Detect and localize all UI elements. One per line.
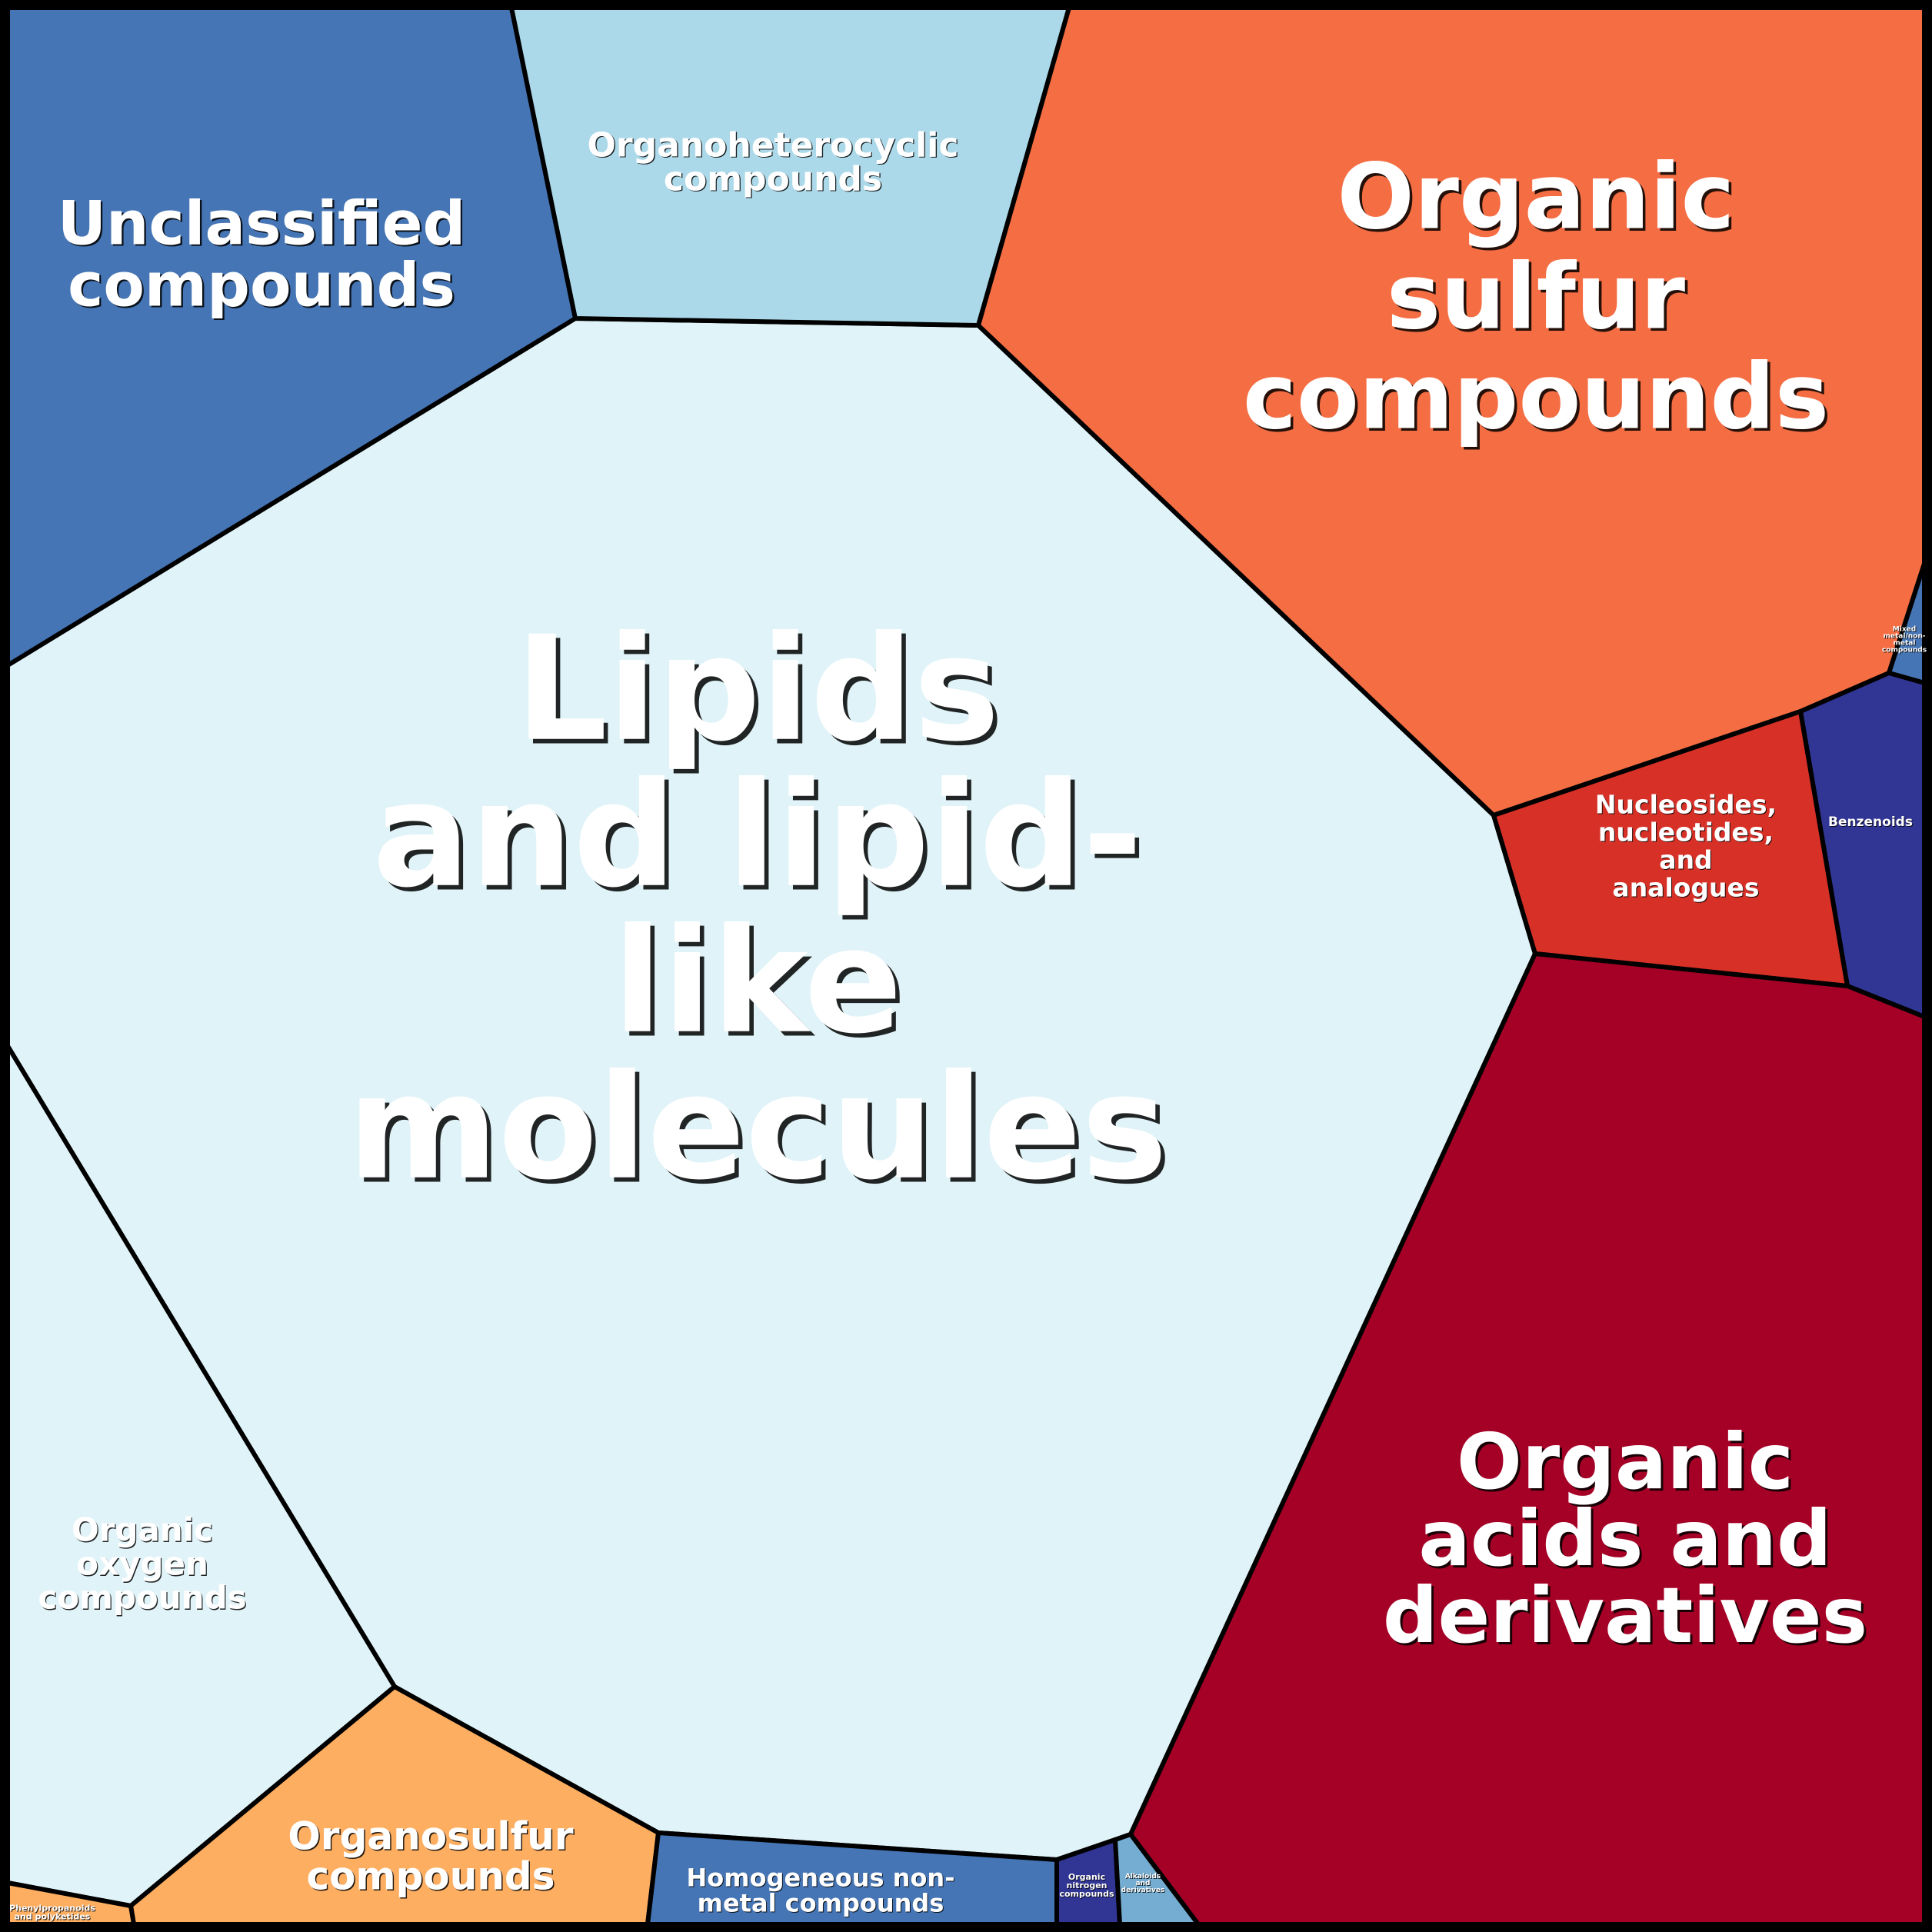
cell-label-unclassified: compounds bbox=[68, 251, 455, 320]
cell-label-shadow-organic-nitrogen: Organic bbox=[1069, 1873, 1106, 1883]
cell-label-lipids: like bbox=[613, 898, 902, 1066]
cell-label-shadow-phenylpropanoids: and polyketides bbox=[15, 1912, 92, 1922]
cell-label-mixed-metal: compounds bbox=[1882, 647, 1927, 655]
cell-label-shadow-organic-nitrogen: compounds bbox=[1060, 1890, 1115, 1900]
cell-label-lipids: Lipids bbox=[515, 605, 1000, 774]
cell-label-shadow-organic-acids: Organic bbox=[1459, 1419, 1796, 1509]
cell-label-shadow-phenylpropanoids: Phenylpropanoids bbox=[10, 1904, 96, 1914]
cell-label-shadow-homogeneous-nonmetal: metal compounds bbox=[698, 1890, 945, 1919]
cell-label-shadow-homogeneous-nonmetal: Homogeneous non- bbox=[688, 1864, 956, 1894]
cell-label-organic-oxygen: compounds bbox=[38, 1579, 246, 1617]
cell-label-mixed-metal: metal bbox=[1894, 640, 1916, 648]
cell-label-alkaloids: derivatives bbox=[1121, 1887, 1165, 1894]
cell-label-shadow-unclassified: compounds bbox=[69, 253, 457, 322]
cell-label-shadow-organoheterocyclic: Organoheterocyclic bbox=[588, 127, 960, 166]
cell-alkaloids bbox=[1113, 1832, 1201, 1927]
cell-label-shadow-organic-acids: derivatives bbox=[1385, 1573, 1870, 1663]
cell-label-shadow-lipids: and lipid- bbox=[377, 755, 1147, 924]
cell-label-lipids: molecules bbox=[348, 1044, 1168, 1212]
cell-label-shadow-alkaloids: Alkaloids bbox=[1126, 1874, 1161, 1881]
cell-label-organoheterocyclic: Organoheterocyclic bbox=[588, 125, 959, 165]
cell-label-shadow-mixed-metal: metal bbox=[1894, 641, 1917, 648]
cell-label-shadow-lipids: Lipids bbox=[520, 609, 1004, 778]
cell-label-shadow-organic-sulfur: compounds bbox=[1245, 346, 1831, 452]
cell-label-phenylpropanoids: and polyketides bbox=[15, 1911, 91, 1921]
cell-phenylpropanoids bbox=[5, 1880, 136, 1927]
cell-label-benzenoids: Benzenoids bbox=[1828, 814, 1913, 830]
cell-label-shadow-benzenoids: Benzenoids bbox=[1829, 815, 1914, 831]
cell-label-shadow-lipids: like bbox=[617, 901, 906, 1070]
cell-label-organosulfur: Organosulfur bbox=[288, 1814, 573, 1859]
cell-label-nucleosides: and bbox=[1659, 845, 1712, 875]
cell-label-organic-nitrogen: nitrogen bbox=[1066, 1880, 1107, 1890]
cell-label-organic-nitrogen: Organic bbox=[1068, 1872, 1105, 1882]
cell-label-shadow-organoheterocyclic: compounds bbox=[665, 161, 883, 200]
cell-label-shadow-organic-nitrogen: nitrogen bbox=[1067, 1881, 1108, 1891]
cell-label-organic-acids: acids and bbox=[1418, 1494, 1831, 1584]
cell-label-homogeneous-nonmetal: Homogeneous non- bbox=[687, 1864, 955, 1893]
cell-label-shadow-lipids: molecules bbox=[352, 1048, 1172, 1216]
cell-organosulfur bbox=[128, 1684, 661, 1927]
cell-label-shadow-organic-oxygen: oxygen bbox=[77, 1546, 209, 1584]
cell-label-lipids: and lipid- bbox=[372, 751, 1142, 920]
cell-label-phenylpropanoids: Phenylpropanoids bbox=[9, 1903, 95, 1913]
cell-label-organic-nitrogen: compounds bbox=[1059, 1889, 1114, 1899]
cell-label-shadow-organic-sulfur: Organic bbox=[1340, 146, 1737, 252]
cell-label-shadow-organic-sulfur: sulfur bbox=[1389, 246, 1687, 352]
cell-label-shadow-mixed-metal: compounds bbox=[1883, 648, 1927, 655]
cell-label-shadow-unclassified: Unclassified bbox=[59, 192, 468, 261]
cell-label-unclassified: Unclassified bbox=[58, 189, 466, 258]
cell-label-organic-oxygen: Organic bbox=[72, 1511, 213, 1549]
cell-label-mixed-metal: Mixed bbox=[1893, 626, 1916, 634]
cell-label-shadow-alkaloids: and bbox=[1137, 1880, 1151, 1888]
cell-label-shadow-organosulfur: compounds bbox=[308, 1855, 556, 1900]
cell-label-homogeneous-nonmetal: metal compounds bbox=[698, 1889, 944, 1918]
cell-label-organic-sulfur: sulfur bbox=[1387, 243, 1685, 349]
cell-label-shadow-organic-oxygen: Organic bbox=[72, 1512, 214, 1550]
cell-label-shadow-nucleosides: Nucleosides, bbox=[1596, 791, 1777, 821]
cell-label-organic-oxygen: oxygen bbox=[76, 1545, 208, 1583]
cell-label-mixed-metal: metal/non- bbox=[1884, 633, 1926, 641]
cell-label-shadow-organic-acids: acids and bbox=[1421, 1496, 1834, 1586]
cell-label-shadow-organic-oxygen: compounds bbox=[39, 1580, 248, 1617]
cell-label-organic-acids: Organic bbox=[1457, 1417, 1794, 1507]
cell-label-organic-sulfur: compounds bbox=[1243, 343, 1829, 449]
cell-label-shadow-nucleosides: nucleotides, bbox=[1599, 818, 1774, 848]
cell-label-alkaloids: and bbox=[1136, 1880, 1151, 1887]
cell-label-shadow-nucleosides: and bbox=[1660, 846, 1713, 876]
cell-label-nucleosides: nucleotides, bbox=[1598, 818, 1774, 848]
cell-label-organic-sulfur: Organic bbox=[1337, 143, 1735, 249]
cell-label-shadow-mixed-metal: metal/non- bbox=[1884, 634, 1927, 641]
cell-label-alkaloids: Alkaloids bbox=[1125, 1873, 1161, 1880]
cell-label-organoheterocyclic: compounds bbox=[664, 159, 882, 198]
cell-label-organic-acids: derivatives bbox=[1383, 1571, 1867, 1661]
cell-label-shadow-organosulfur: Organosulfur bbox=[289, 1815, 575, 1860]
cell-label-nucleosides: Nucleosides, bbox=[1595, 790, 1777, 820]
cell-label-organosulfur: compounds bbox=[307, 1854, 555, 1899]
cell-label-shadow-nucleosides: analogues bbox=[1613, 874, 1760, 904]
cell-label-nucleosides: analogues bbox=[1612, 873, 1759, 903]
cell-label-shadow-mixed-metal: Mixed bbox=[1894, 627, 1917, 635]
cell-label-shadow-alkaloids: derivatives bbox=[1122, 1887, 1166, 1895]
